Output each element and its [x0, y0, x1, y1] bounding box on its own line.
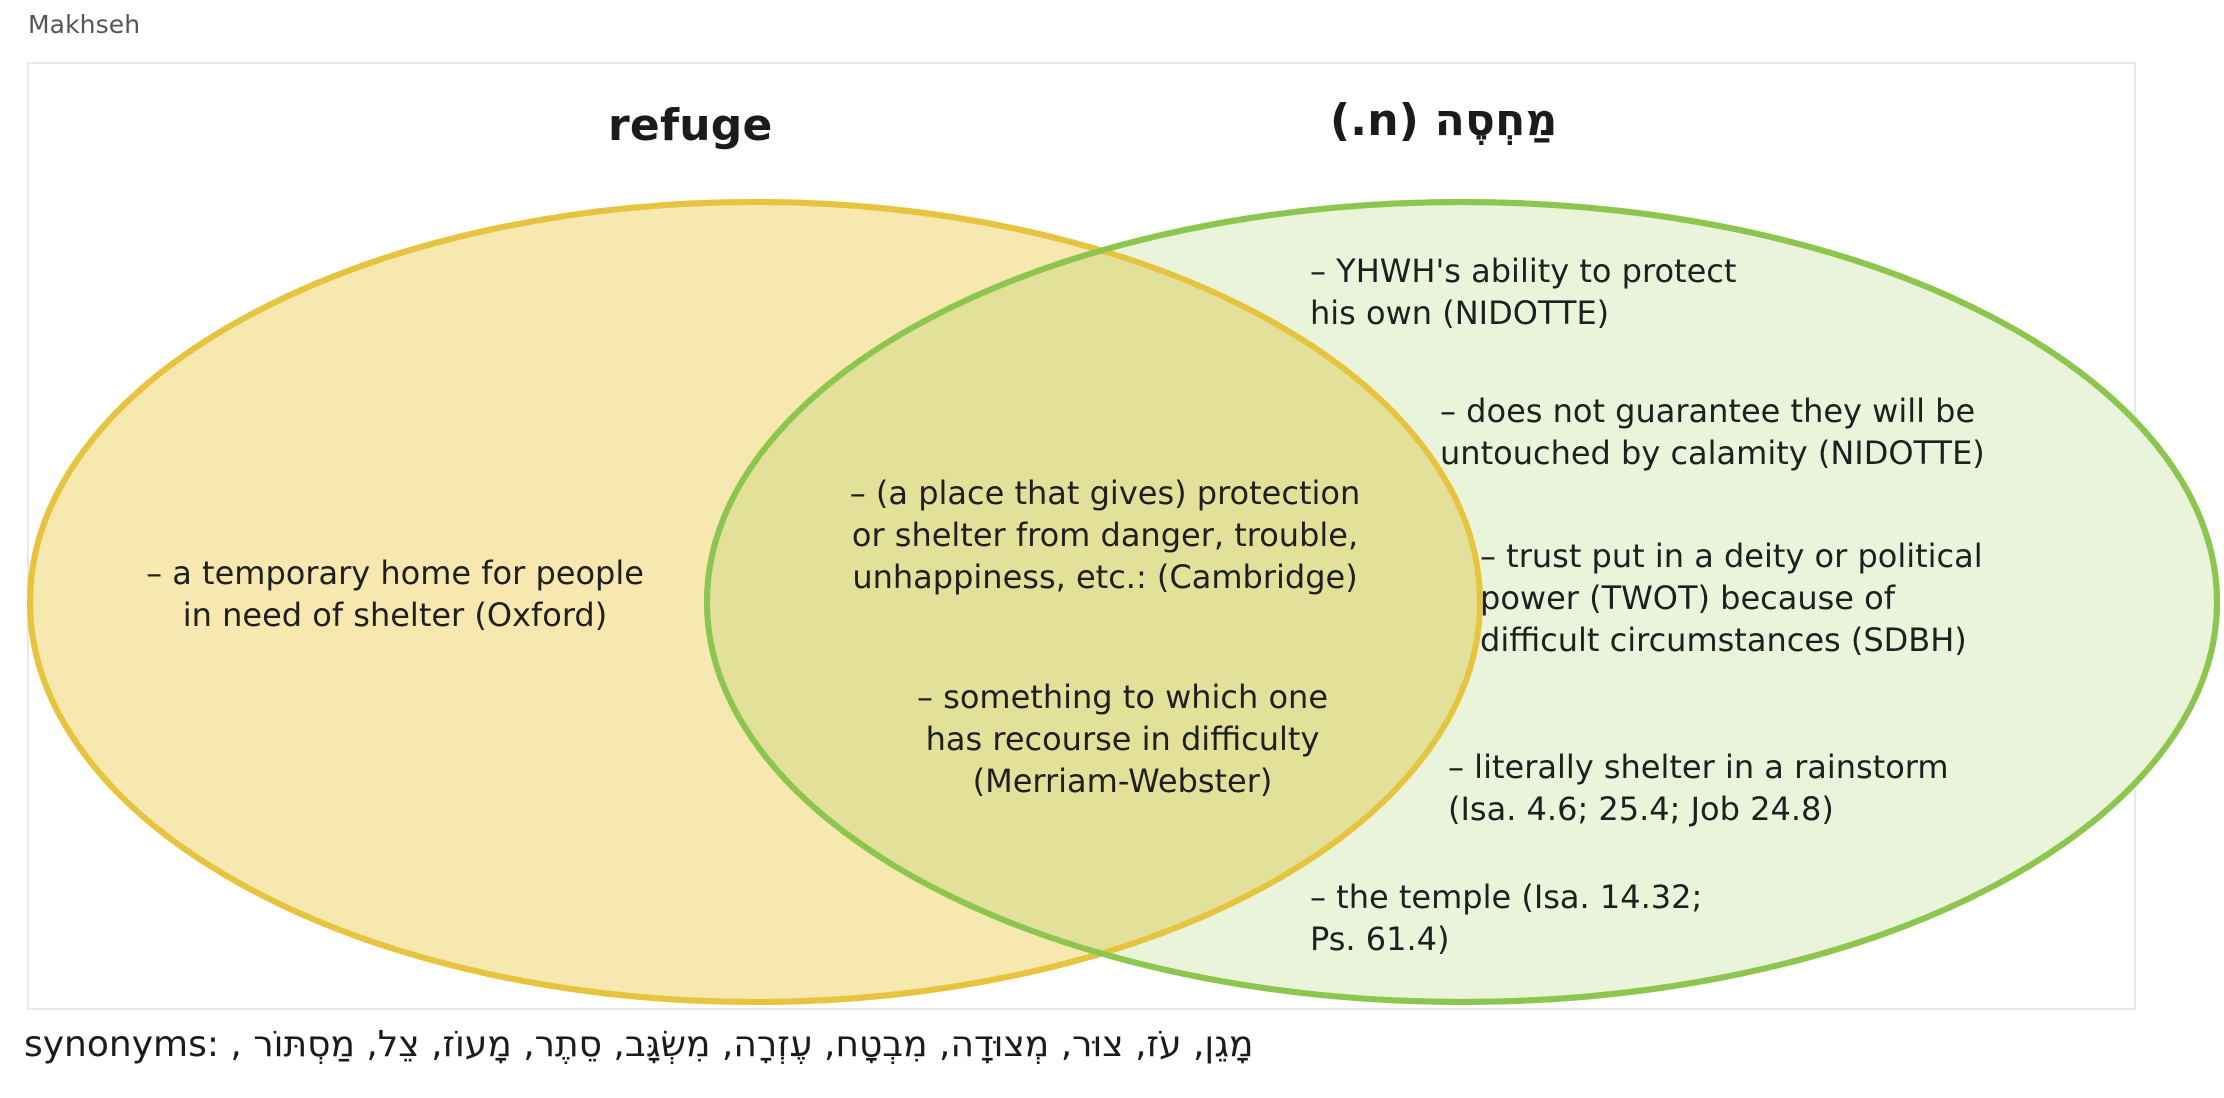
right-only-definition-nidotte-protect: – YHWH's ability to protect his own (NID… [1310, 252, 1737, 333]
overlap-definition-cambridge: – (a place that gives) protection or she… [849, 474, 1361, 597]
synonyms-footer: synonyms: , מָגֵן, עֹז, צוּר, מְצוּדָה, … [24, 1024, 2200, 1065]
right-only-definition-twot-sdbh: – trust put in a deity or political powe… [1480, 537, 1983, 660]
right-only-definition-temple: – the temple (Isa. 14.32; Ps. 61.4) [1310, 878, 1703, 959]
right-only-definition-rainstorm: – literally shelter in a rainstorm (Isa.… [1448, 748, 1949, 829]
page-caption: Makhseh [28, 10, 141, 39]
overlap-definition-merriam-webster: – something to which one has recourse in… [917, 678, 1328, 801]
right-only-definition-nidotte-calamity: – does not guarantee they will be untouc… [1440, 392, 1985, 473]
heading-hebrew: מַחְסֶה (n.) [1330, 95, 1558, 146]
heading-english: refuge [608, 100, 773, 151]
synonyms-text: synonyms: , מָגֵן, עֹז, צוּר, מְצוּדָה, … [24, 1024, 1254, 1065]
left-only-definition: – a temporary home for people in need of… [146, 554, 644, 635]
